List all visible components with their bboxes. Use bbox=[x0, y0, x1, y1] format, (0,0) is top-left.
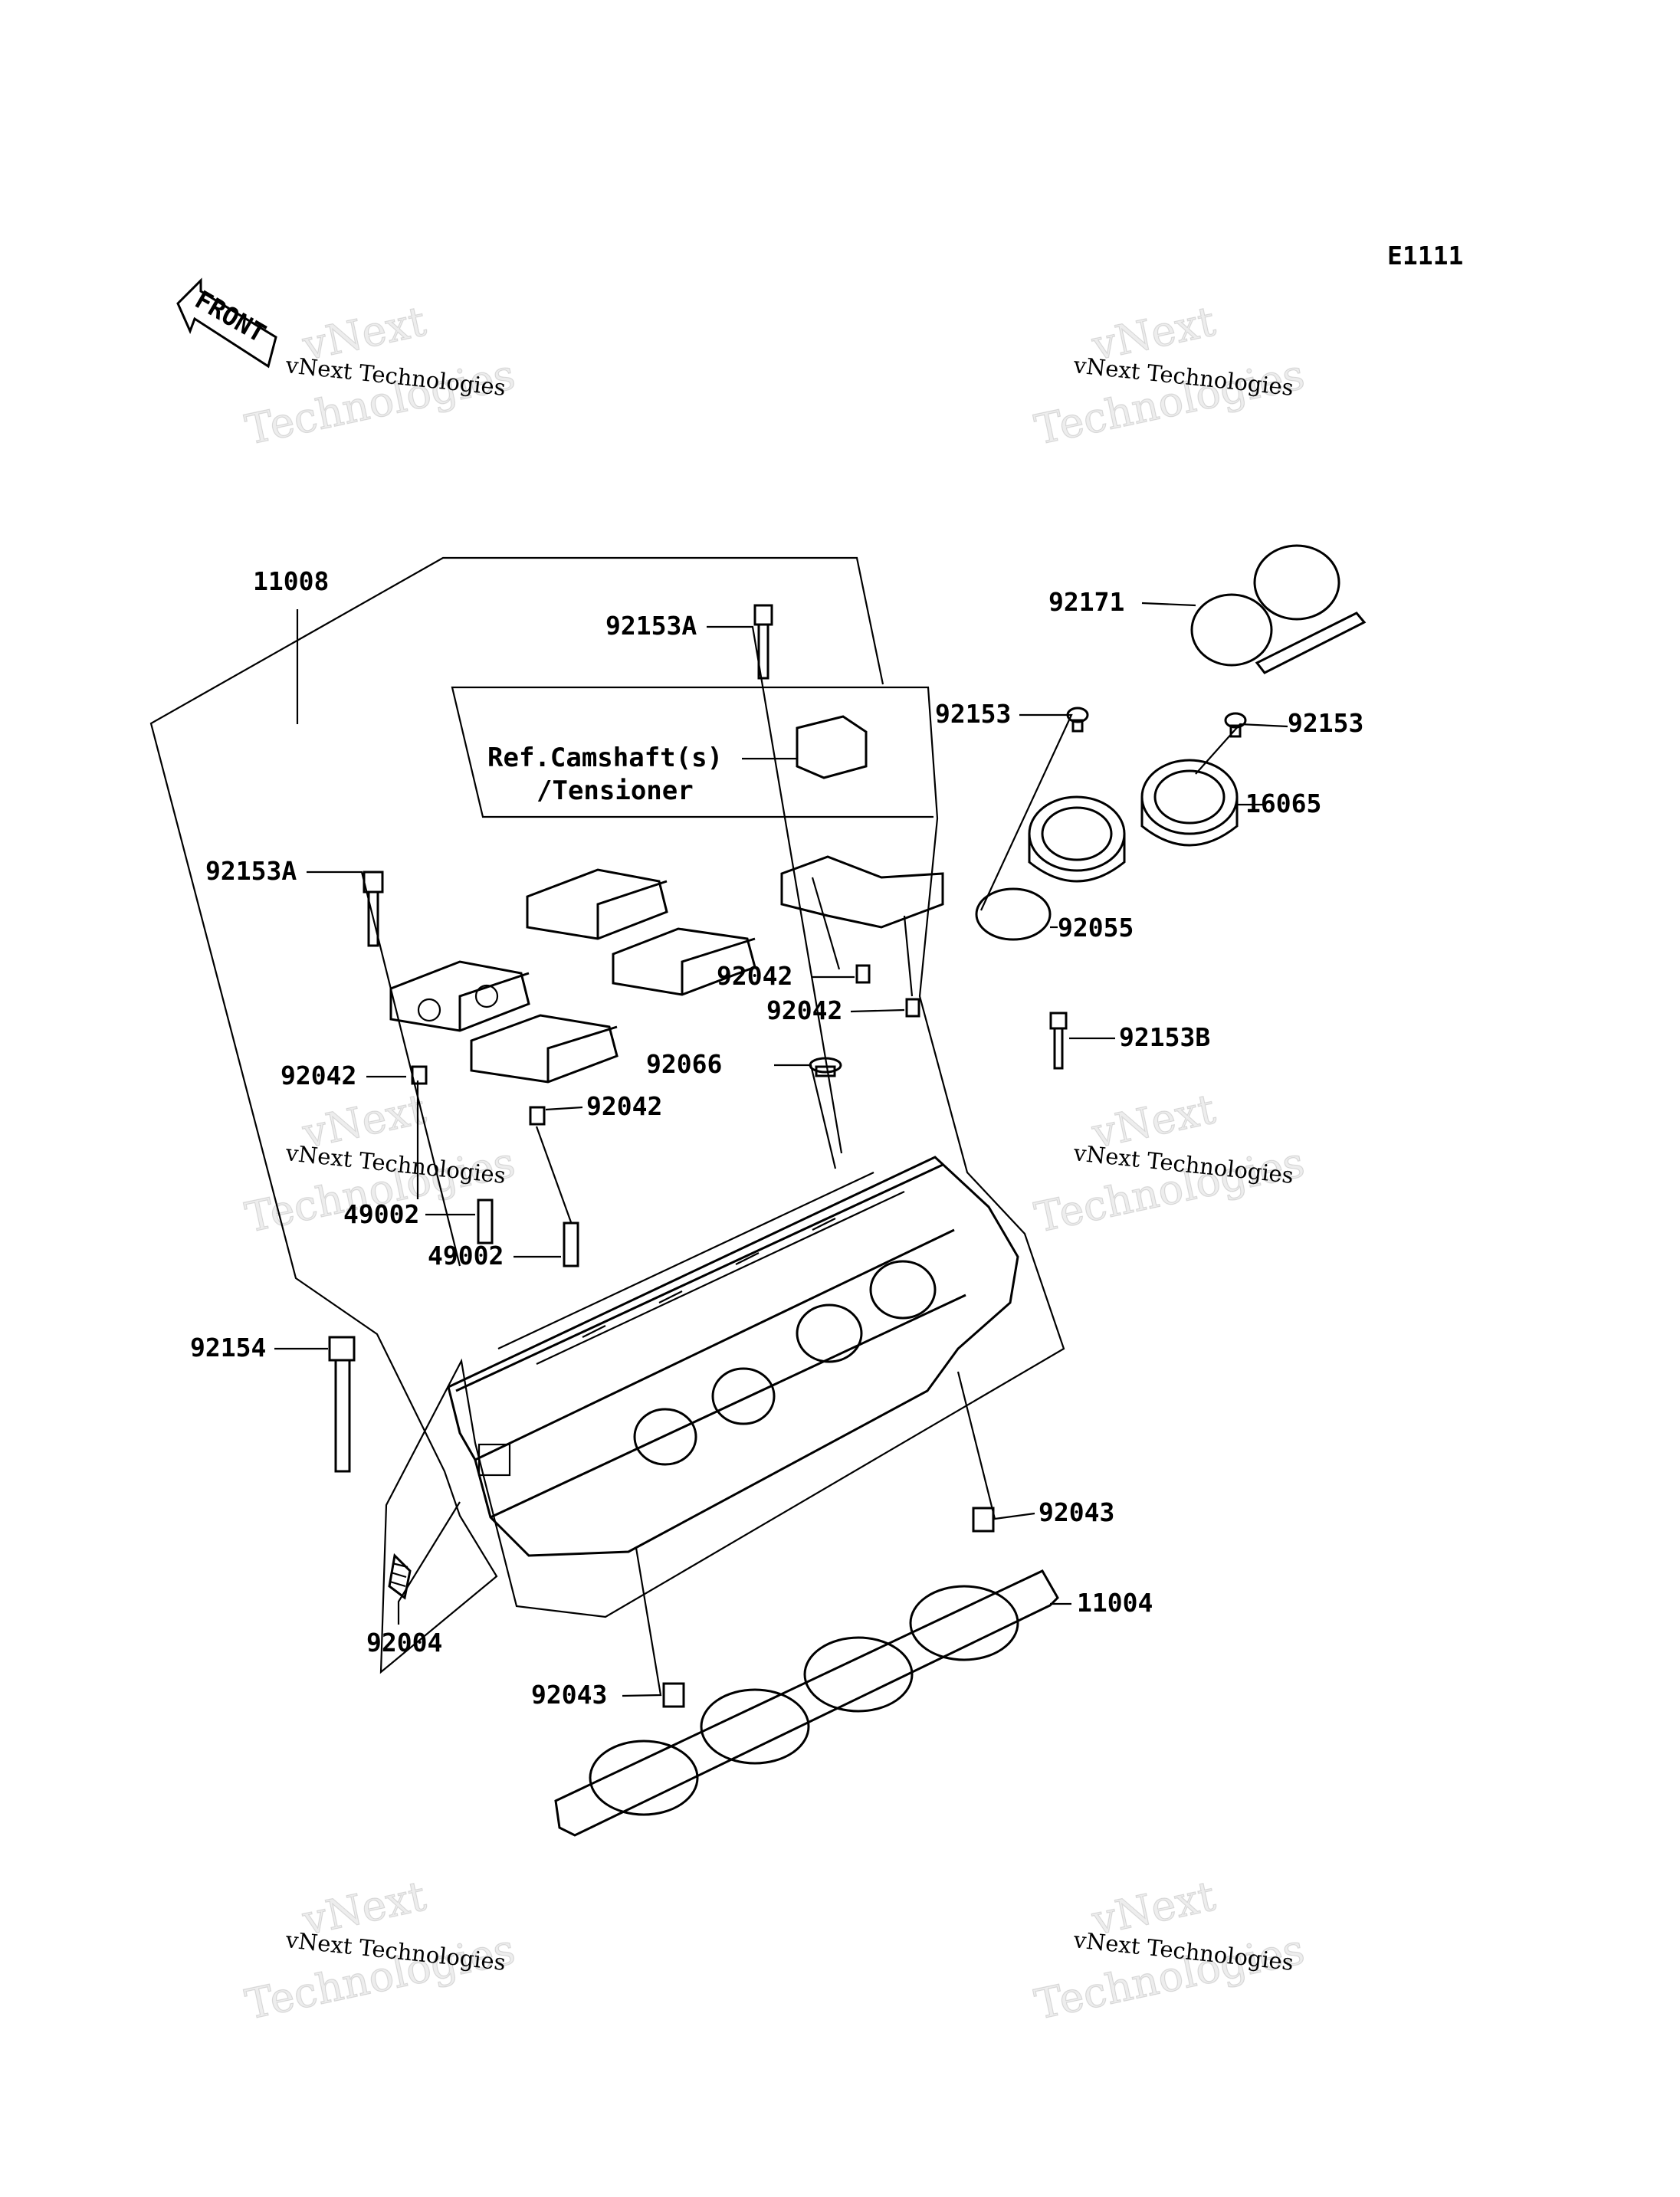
bolt-92153a-top bbox=[753, 604, 773, 680]
label-92042-c: 92042 bbox=[717, 961, 792, 991]
holder-16065 bbox=[1028, 759, 1239, 883]
valve-guide-49002-a bbox=[477, 1199, 494, 1244]
leader-lines bbox=[274, 602, 1288, 1697]
label-92043-right: 92043 bbox=[1039, 1497, 1114, 1527]
label-92153-right: 92153 bbox=[1288, 708, 1363, 738]
camshaft-cap-5 bbox=[780, 855, 944, 929]
reference-note-line1: Ref.Camshaft(s) bbox=[487, 743, 723, 773]
label-11008: 11008 bbox=[253, 566, 329, 596]
tensioner-bracket bbox=[796, 715, 868, 779]
dowel-92042-c bbox=[855, 964, 871, 984]
dowel-92043-left bbox=[662, 1682, 685, 1708]
label-92153-left: 92153 bbox=[935, 699, 1011, 729]
label-92171: 92171 bbox=[1048, 587, 1124, 617]
label-92153a-left: 92153A bbox=[205, 856, 297, 886]
diagram-code: E1111 bbox=[1387, 241, 1463, 271]
label-11004: 11004 bbox=[1077, 1588, 1153, 1618]
front-arrow-icon: FRONT bbox=[176, 277, 277, 369]
bolt-92153b bbox=[1049, 1012, 1068, 1070]
bolt-92154 bbox=[328, 1336, 356, 1473]
label-92042-a: 92042 bbox=[281, 1061, 356, 1090]
label-49002-b: 49002 bbox=[428, 1241, 504, 1271]
cylinder-head bbox=[447, 1156, 1019, 1557]
label-92004: 92004 bbox=[366, 1628, 442, 1658]
label-92042-b: 92042 bbox=[586, 1091, 662, 1121]
dowel-92042-d bbox=[905, 998, 920, 1018]
label-92153a-top: 92153A bbox=[605, 611, 697, 641]
screw-92153-right bbox=[1224, 712, 1247, 738]
camshaft-cap-4 bbox=[470, 1014, 619, 1084]
label-92153b: 92153B bbox=[1119, 1022, 1210, 1052]
camshaft-cap-1 bbox=[389, 960, 530, 1032]
watermark-bottom-left: vNext Technologies vNext Technologies bbox=[241, 1871, 520, 2030]
watermark-bottom-right: vNext Technologies vNext Technologies bbox=[1030, 1871, 1309, 2030]
front-label: FRONT bbox=[190, 284, 271, 348]
valve-guide-49002-b bbox=[563, 1221, 579, 1267]
camshaft-cap-3 bbox=[612, 927, 756, 996]
label-92042-d: 92042 bbox=[766, 995, 842, 1025]
watermark-mid-right: vNext Technologies vNext Technologies bbox=[1030, 1084, 1309, 1243]
camshaft-cap-2 bbox=[526, 868, 668, 940]
reference-note-line2: /Tensioner bbox=[536, 776, 694, 806]
head-gasket-11004 bbox=[554, 1569, 1059, 1837]
label-92055: 92055 bbox=[1058, 913, 1134, 943]
watermark-top-left: vNext Technologies vNext Technologies bbox=[241, 297, 520, 455]
dowel-92043-right bbox=[972, 1507, 995, 1533]
o-ring-92055 bbox=[975, 887, 1052, 941]
label-92043-left: 92043 bbox=[531, 1680, 607, 1710]
bolt-92153a-left bbox=[363, 871, 384, 947]
label-92154: 92154 bbox=[190, 1333, 266, 1362]
label-92066: 92066 bbox=[646, 1049, 722, 1079]
stud-92004 bbox=[388, 1553, 412, 1600]
label-49002-a: 49002 bbox=[343, 1199, 419, 1229]
clamp-92171 bbox=[1190, 544, 1367, 674]
cylinder-head-assembly-outline bbox=[149, 556, 1065, 1674]
dowel-92042-b bbox=[529, 1106, 546, 1126]
screw-92153-left bbox=[1066, 707, 1089, 733]
label-16065: 16065 bbox=[1245, 789, 1321, 818]
watermark-top-right: vNext Technologies vNext Technologies bbox=[1030, 297, 1309, 455]
